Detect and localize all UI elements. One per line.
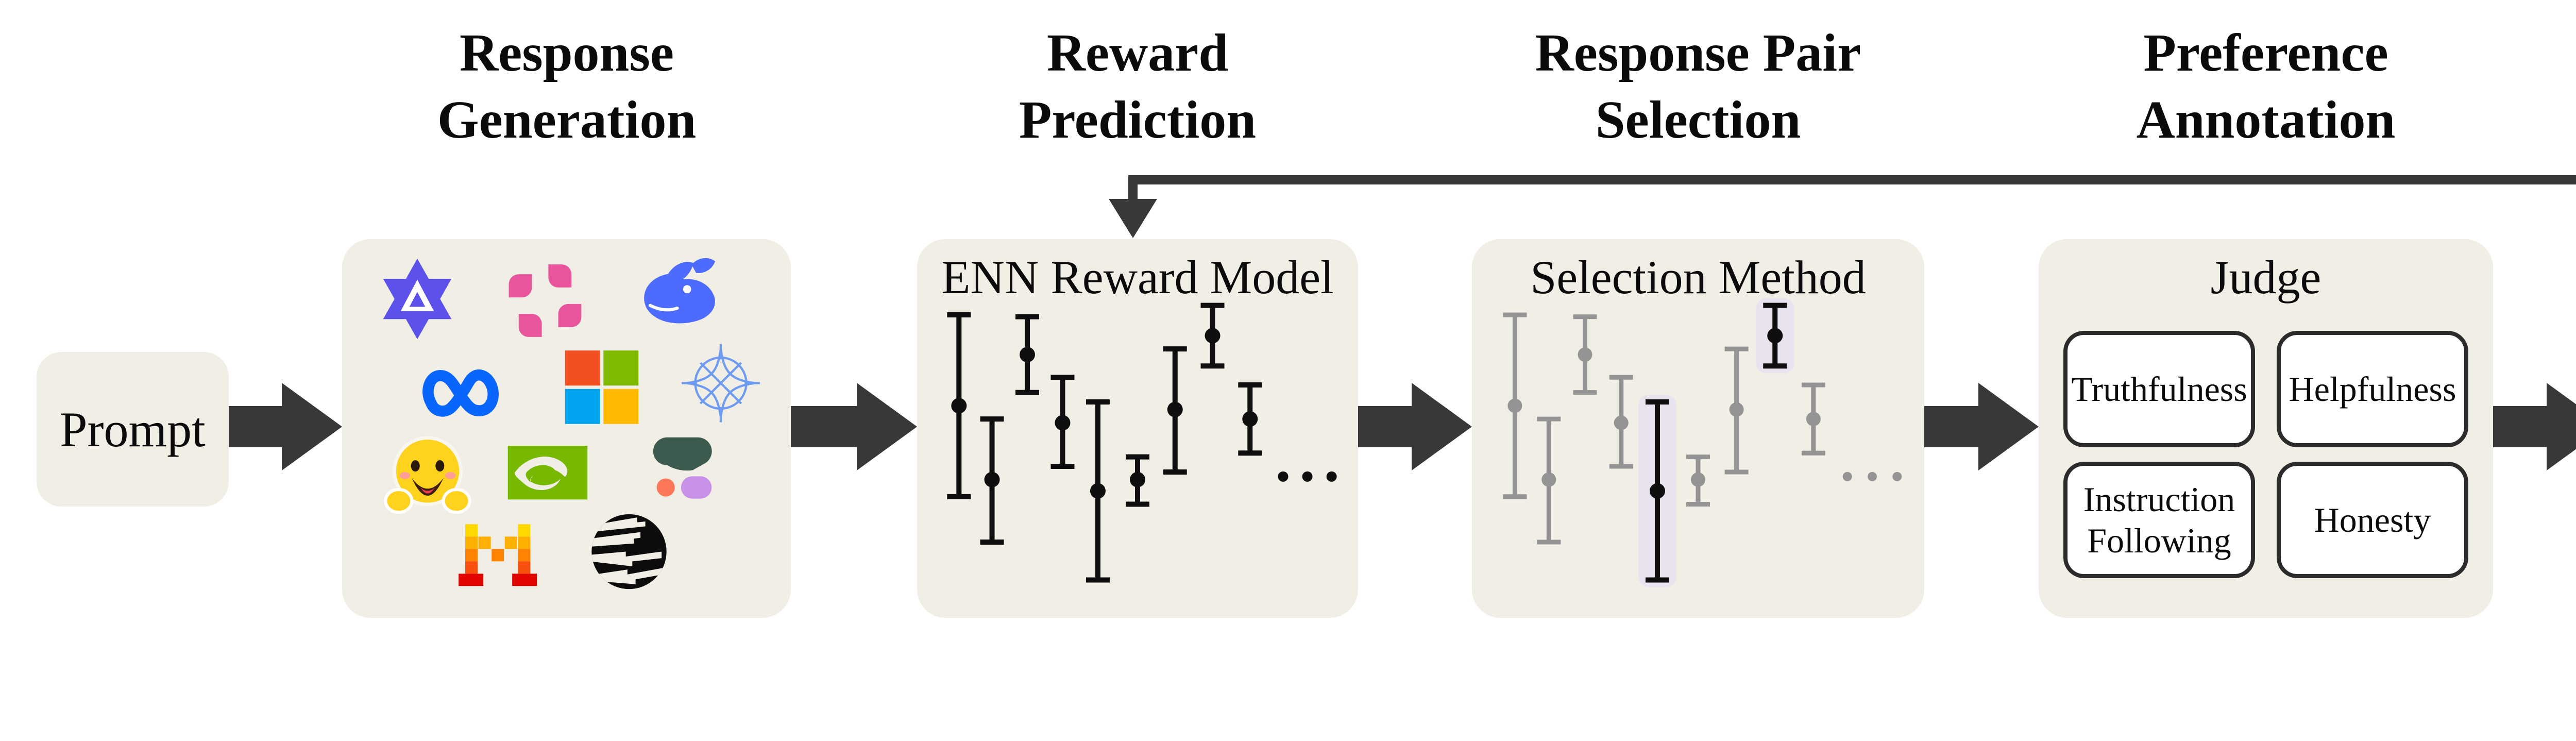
gemini-logo [679,341,764,428]
hugging-face-logo [384,433,471,523]
judge-card-instruction-following: Instruction Following [2063,462,2255,578]
microsoft-logo [560,346,643,432]
enn-error-bar-plot [947,302,1337,583]
judge-title: Judge [2210,251,2321,304]
nvidia-logo [504,429,591,518]
header-reward-model-training: Reward ModelTraining [2463,20,2576,154]
striped-globe-logo [588,511,670,595]
selection-method-box: Selection Method [1472,239,1924,618]
feedback-loop-line [1109,175,2576,238]
judge-card-honesty: Honesty [2277,462,2468,578]
pink-pinwheel-logo [504,260,586,345]
enn-reward-model-box: ENN Reward Model [917,239,1358,618]
flow-arrow [1358,383,1472,470]
flow-arrow [791,383,917,470]
prompt-label: Prompt [60,401,206,457]
judge-card-helpfulness: Helpfulness [2277,331,2468,447]
feedback-arrowhead-down [1109,199,1157,238]
enn-reward-model-title: ENN Reward Model [941,251,1334,304]
flow-arrow [1924,383,2039,470]
meta-logo [414,355,509,425]
deepseek-whale-logo [634,254,724,347]
flow-arrow [229,383,342,470]
selection-method-title: Selection Method [1530,251,1866,304]
flow-arrow [2493,383,2576,470]
judge-card-truthfulness: Truthfulness [2063,331,2255,447]
response-generation-box [342,239,791,618]
judge-box: Judge Truthfulness Helpfulness Instructi… [2039,239,2493,618]
qwen-logo [374,257,461,347]
mistral-logo [457,518,539,603]
prompt-box: Prompt [37,352,229,507]
cohere-logo [651,432,720,504]
selection-error-bar-plot [1503,298,1902,587]
